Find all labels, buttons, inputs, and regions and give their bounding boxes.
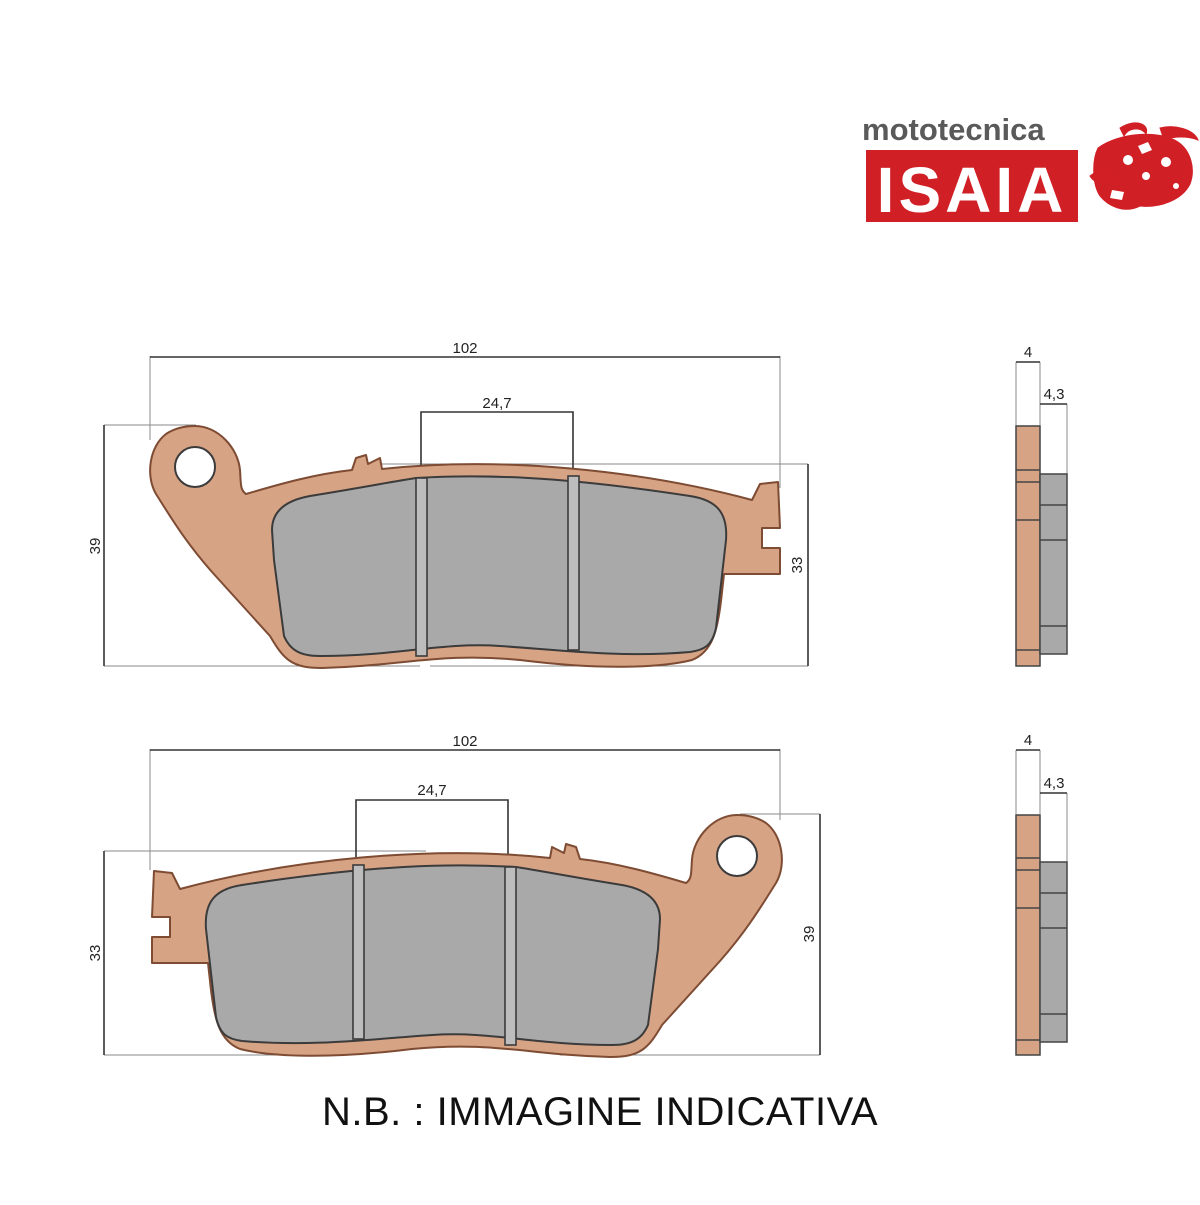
upper-pad-view: 102 24,7 39 33 <box>87 340 809 669</box>
friction-groove-left <box>415 477 428 657</box>
lower-pad-view: 102 24,7 33 39 <box>87 733 821 1058</box>
mounting-hole <box>174 446 216 488</box>
left-height-label: 33 <box>87 945 104 962</box>
section-dimension <box>420 411 574 480</box>
brand-name: ISAIA <box>877 154 1068 226</box>
right-height-label: 39 <box>801 926 818 943</box>
friction-groove-right <box>567 475 580 651</box>
friction-groove-right <box>504 866 517 1046</box>
side-thickness-label: 4 <box>1024 344 1032 361</box>
side-friction-pad <box>1039 473 1068 655</box>
width-label: 102 <box>452 733 477 750</box>
section-label: 24,7 <box>482 395 511 412</box>
side-backing-plate <box>1015 814 1041 1056</box>
side-pad-label: 4,3 <box>1044 775 1065 792</box>
side-thickness-label: 4 <box>1024 732 1032 749</box>
upper-side-view: 4 4,3 <box>1015 344 1068 667</box>
friction-material <box>271 475 728 657</box>
brand-logo: mototecnica ISAIA <box>862 112 1199 226</box>
friction-material <box>204 864 661 1046</box>
section-dimension <box>355 799 509 868</box>
rider-emblem-icon <box>1089 122 1199 210</box>
brand-red-block <box>866 150 1078 222</box>
side-backing-plate <box>1015 425 1041 667</box>
section-label: 24,7 <box>417 782 446 799</box>
right-height-label: 33 <box>789 557 806 574</box>
friction-groove-left <box>352 864 365 1040</box>
side-friction-pad <box>1039 861 1068 1043</box>
side-pad-label: 4,3 <box>1044 386 1065 403</box>
mounting-hole <box>716 835 758 877</box>
left-height-label: 39 <box>87 538 104 555</box>
brand-top-word: mototecnica <box>862 112 1045 147</box>
disclaimer-note: N.B. : IMMAGINE INDICATIVA <box>321 1090 878 1134</box>
width-label: 102 <box>452 340 477 357</box>
lower-side-view: 4 4,3 <box>1015 732 1068 1056</box>
